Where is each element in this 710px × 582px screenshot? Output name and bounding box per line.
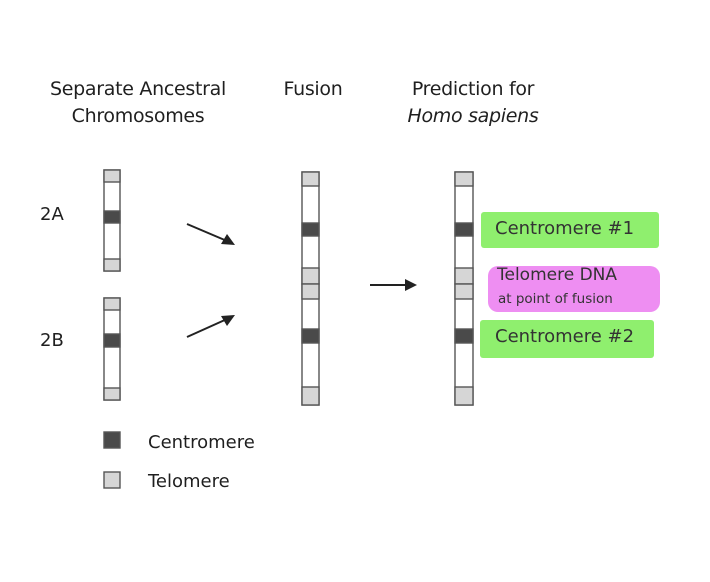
chromosome-label-2b: 2B	[40, 330, 64, 351]
predicted-centromere-1	[454, 222, 474, 237]
predicted-telomere-bottom	[454, 386, 474, 406]
predicted-telomere-top	[454, 171, 474, 187]
fused-chromosome	[301, 171, 320, 406]
heading-separate-line2: Chromosomes	[71, 105, 205, 127]
predicted-centromere-2	[454, 328, 474, 344]
arrow-fusion-to-prediction	[370, 279, 417, 291]
legend-telomere-swatch	[103, 471, 121, 489]
heading-fusion: Fusion	[270, 76, 356, 103]
chromosome-label-2a: 2A	[40, 204, 64, 225]
chromosome-2b-body	[103, 297, 121, 401]
annotation-point-of-fusion: at point of fusion	[498, 291, 613, 307]
arrow-2b-to-fusion	[186, 315, 235, 338]
annotation-centromere-2: Centromere #2	[495, 326, 635, 347]
chromosome-2b-centromere	[103, 333, 121, 348]
annotation-telomere-dna: Telomere DNA	[497, 265, 618, 285]
chromosome-2b-telomere-top	[103, 297, 121, 311]
fused-telomere-top	[301, 171, 320, 187]
chromosome-2a-centromere	[103, 210, 121, 224]
chromosome-2a-telomere-top	[103, 169, 121, 183]
predicted-telomere-junction-lower	[454, 283, 474, 300]
predicted-chromosome	[454, 171, 474, 406]
fused-centromere-1	[301, 222, 320, 237]
chromosome-2b	[103, 297, 121, 401]
legend-centromere-swatch	[103, 431, 121, 449]
heading-prediction: Prediction for Homo sapiens	[380, 76, 566, 130]
heading-separate-ancestral-chromosomes: Separate Ancestral Chromosomes	[28, 76, 248, 130]
legend-telomere-label: Telomere	[148, 471, 230, 492]
arrow-2a-to-fusion	[186, 223, 235, 245]
highlight-green-centromere-1	[481, 212, 659, 248]
fused-telomere-junction-upper	[301, 267, 320, 285]
legend-centromere-label: Centromere	[148, 432, 255, 453]
highlight-pink-telomere	[488, 266, 660, 312]
chromosome-2a	[103, 169, 121, 272]
fused-telomere-bottom	[301, 386, 320, 406]
fused-centromere-2	[301, 328, 320, 344]
highlight-green-centromere-2	[480, 320, 654, 358]
annotation-centromere-1: Centromere #1	[495, 218, 635, 239]
heading-prediction-species: Homo sapiens	[407, 105, 539, 127]
chromosome-2b-telomere-bottom	[103, 387, 121, 401]
fused-telomere-junction-lower	[301, 283, 320, 300]
heading-separate-line1: Separate Ancestral	[50, 78, 226, 100]
chromosome-2a-telomere-bottom	[103, 258, 121, 272]
predicted-telomere-junction-upper	[454, 267, 474, 285]
heading-fusion-text: Fusion	[283, 78, 343, 100]
heading-prediction-line1: Prediction for	[411, 78, 535, 100]
